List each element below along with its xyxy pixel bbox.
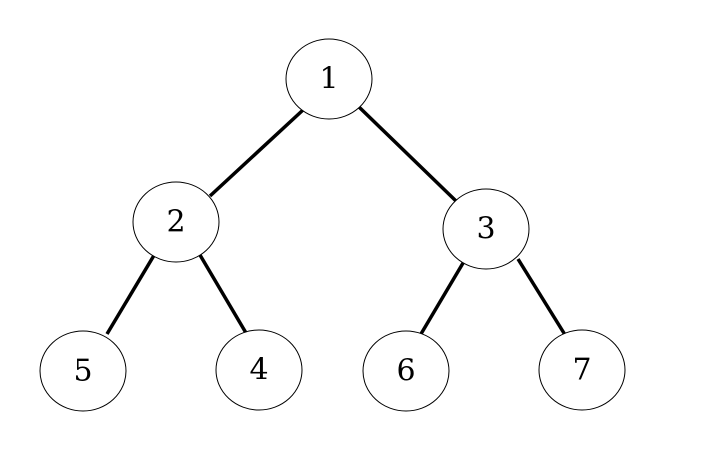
tree-node: 3 <box>442 188 530 270</box>
tree-node: 1 <box>285 38 373 120</box>
edge-n3-n7 <box>516 258 569 339</box>
node-circle <box>39 330 127 412</box>
edge-n1-n3 <box>357 105 458 203</box>
node-circle <box>538 329 626 411</box>
node-label: 1 <box>319 62 338 97</box>
tree-edges <box>105 105 569 340</box>
node-label: 6 <box>396 354 415 389</box>
node-circle <box>132 181 220 263</box>
node-circle <box>442 188 530 270</box>
node-label: 4 <box>249 353 268 388</box>
node-label: 7 <box>572 353 591 388</box>
edge-n1-n2 <box>208 108 305 198</box>
node-label: 5 <box>73 354 92 389</box>
tree-node: 7 <box>538 329 626 411</box>
node-circle <box>215 329 303 411</box>
edge-n2-n4 <box>198 254 251 339</box>
node-circle <box>362 330 450 412</box>
tree-node: 2 <box>132 181 220 263</box>
edge-n3-n6 <box>416 257 468 340</box>
node-label: 2 <box>166 205 185 240</box>
node-circle <box>285 38 373 120</box>
tree-node: 4 <box>215 329 303 411</box>
tree-nodes: 1 2 3 5 4 6 7 <box>39 38 626 412</box>
tree-node: 6 <box>362 330 450 412</box>
node-label: 3 <box>476 212 495 247</box>
tree-node: 5 <box>39 330 127 412</box>
edge-n2-n5 <box>105 251 158 335</box>
